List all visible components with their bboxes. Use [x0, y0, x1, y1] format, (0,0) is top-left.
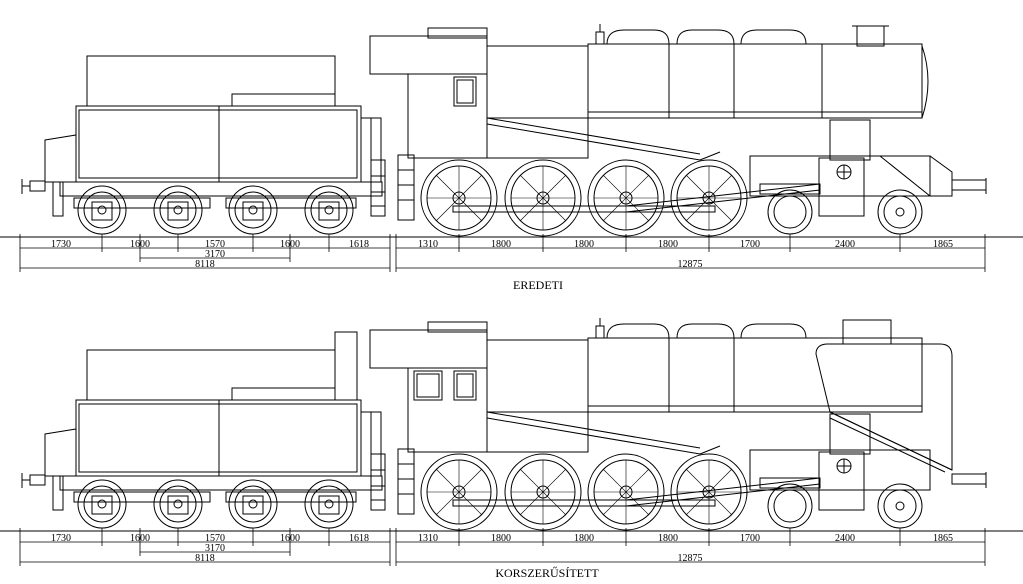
tender-dim-2: 1600 — [130, 239, 150, 250]
loco-dim-3: 1800 — [574, 239, 594, 250]
tender-dim-5: 1618 — [349, 533, 369, 544]
loco-dim-5: 1700 — [740, 239, 760, 250]
loco-dim-7: 1865 — [933, 533, 953, 544]
loco-dim-4: 1800 — [658, 239, 678, 250]
tender-dim-3: 1570 — [205, 533, 225, 544]
locomotive-outline — [0, 318, 1023, 532]
locomotive-outline — [0, 24, 1023, 238]
view-caption: EREDETI — [513, 278, 563, 292]
original-view: 1730 1600 1570 1600 1618 3170 8118 1310 … — [0, 24, 1023, 292]
loco-dim-1: 1310 — [418, 533, 438, 544]
dimension-lines — [19, 528, 986, 566]
loco-dim-6: 2400 — [835, 533, 855, 544]
tender-total-dim: 8118 — [195, 259, 215, 270]
tender-dim-1: 1730 — [51, 533, 71, 544]
dimension-labels: 1730 1600 1570 1600 1618 3170 8118 1310 … — [51, 533, 953, 580]
loco-dim-1: 1310 — [418, 239, 438, 250]
loco-dim-3: 1800 — [574, 533, 594, 544]
tender-dim-5: 1618 — [349, 239, 369, 250]
loco-dim-6: 2400 — [835, 239, 855, 250]
modernized-view: 1730 1600 1570 1600 1618 3170 8118 1310 … — [0, 318, 1023, 580]
tender-sub-dim: 3170 — [205, 249, 225, 260]
loco-total-dim: 12875 — [678, 553, 703, 564]
tender-dim-1: 1730 — [51, 239, 71, 250]
loco-dim-2: 1800 — [491, 239, 511, 250]
loco-dim-4: 1800 — [658, 533, 678, 544]
tender-dim-4: 1600 — [280, 533, 300, 544]
loco-dim-2: 1800 — [491, 533, 511, 544]
loco-dim-7: 1865 — [933, 239, 953, 250]
tender-dim-3: 1570 — [205, 239, 225, 250]
loco-dim-5: 1700 — [740, 533, 760, 544]
tender-total-dim: 8118 — [195, 553, 215, 564]
tender-dim-2: 1600 — [130, 533, 150, 544]
tender-dim-4: 1600 — [280, 239, 300, 250]
tender-sub-dim: 3170 — [205, 543, 225, 554]
view-caption: KORSZERŰSÍTETT — [495, 566, 599, 580]
dimension-lines — [19, 234, 986, 272]
loco-total-dim: 12875 — [678, 259, 703, 270]
dimension-labels: 1730 1600 1570 1600 1618 3170 8118 1310 … — [51, 239, 953, 292]
